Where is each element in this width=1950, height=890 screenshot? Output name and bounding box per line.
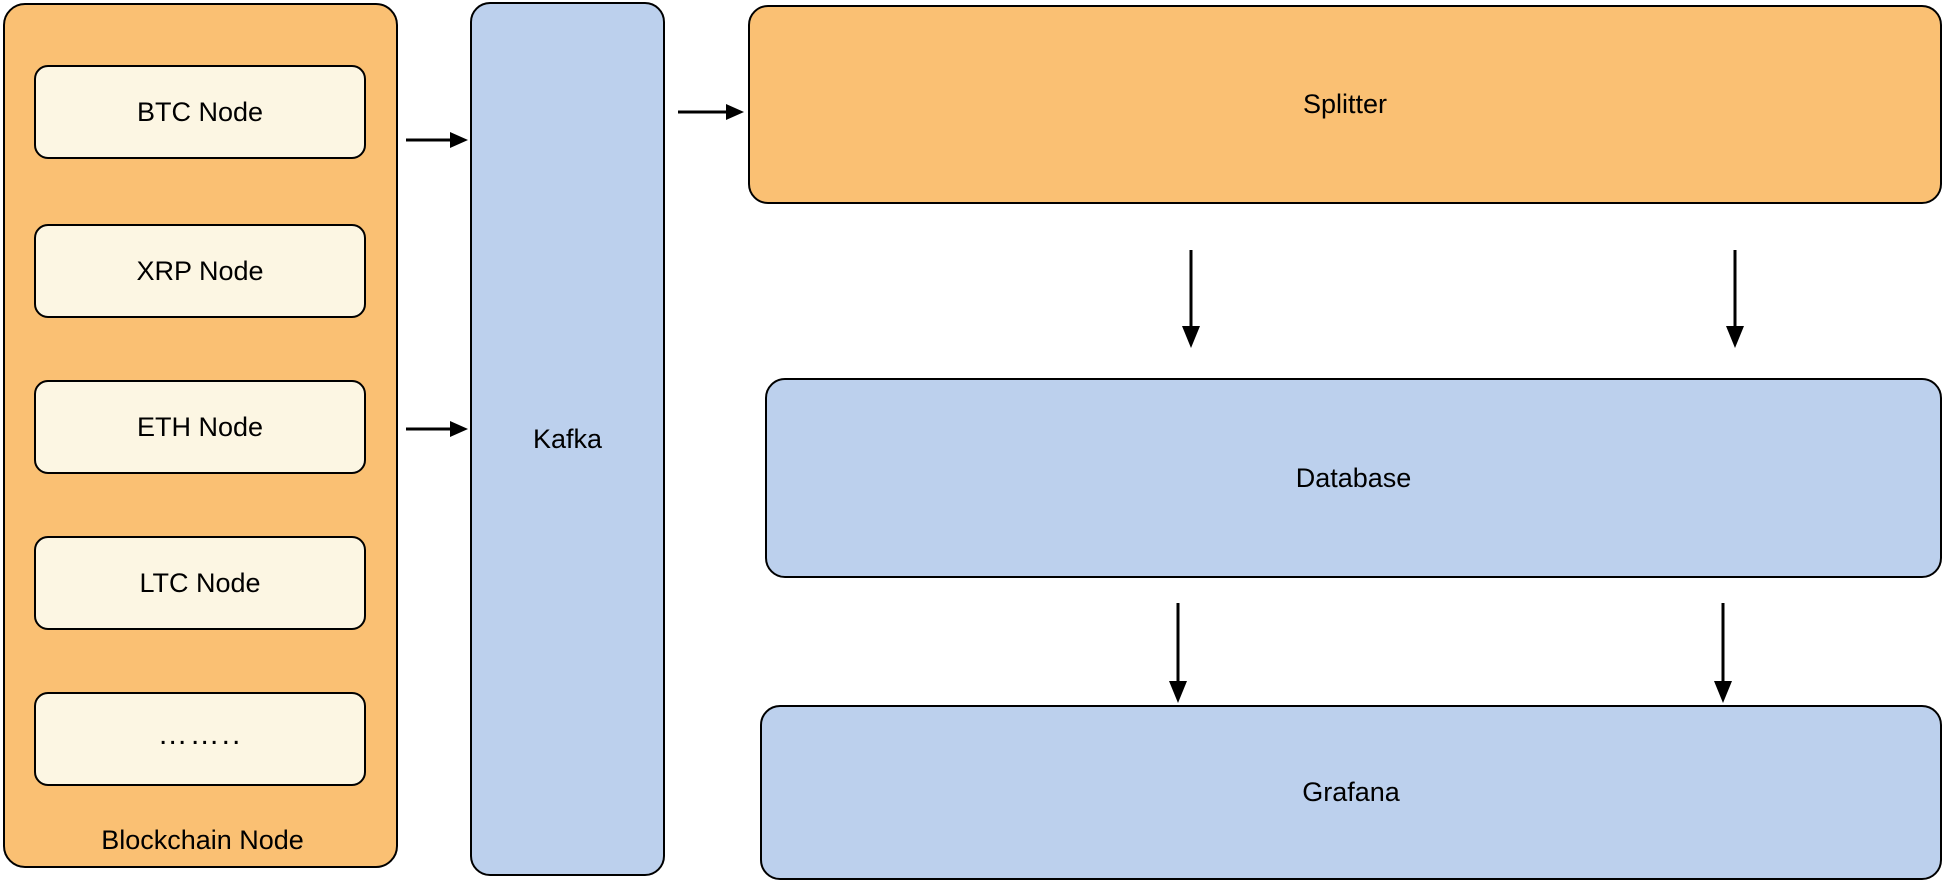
- grafana-box[interactable]: Grafana: [760, 705, 1942, 880]
- chain-node-label: LTC Node: [139, 567, 261, 598]
- kafka-box[interactable]: Kafka: [470, 2, 665, 876]
- arrow-splitter-to-database-left: [1182, 250, 1200, 348]
- arrow-database-to-grafana-right: [1714, 603, 1732, 703]
- splitter-box[interactable]: Splitter: [748, 5, 1942, 204]
- arrow-btc-to-kafka: [406, 132, 468, 148]
- splitter-label: Splitter: [1302, 89, 1388, 119]
- arrow-eth-to-kafka: [406, 421, 468, 437]
- chain-node-label: BTC Node: [136, 96, 264, 127]
- database-label: Database: [1295, 462, 1412, 493]
- arrow-splitter-to-database-right: [1726, 250, 1744, 348]
- database-box[interactable]: Database: [765, 378, 1942, 578]
- chain-node-xrp[interactable]: XRP Node: [34, 224, 366, 318]
- chain-node-ellipsis[interactable]: ……..: [34, 692, 366, 786]
- blockchain-node-group[interactable]: BTC Node XRP Node ETH Node LTC Node ……..…: [3, 3, 398, 868]
- chain-node-eth[interactable]: ETH Node: [34, 380, 366, 474]
- arrow-database-to-grafana-left: [1169, 603, 1187, 703]
- kafka-label: Kafka: [532, 423, 603, 454]
- grafana-label: Grafana: [1302, 777, 1400, 807]
- blockchain-node-group-label: Blockchain Node: [101, 825, 304, 855]
- chain-node-btc[interactable]: BTC Node: [34, 65, 366, 159]
- arrow-kafka-to-splitter: [678, 104, 744, 120]
- chain-node-label: ETH Node: [136, 411, 264, 442]
- chain-node-label: ……..: [157, 718, 243, 751]
- chain-node-label: XRP Node: [136, 255, 264, 286]
- chain-node-ltc[interactable]: LTC Node: [34, 536, 366, 630]
